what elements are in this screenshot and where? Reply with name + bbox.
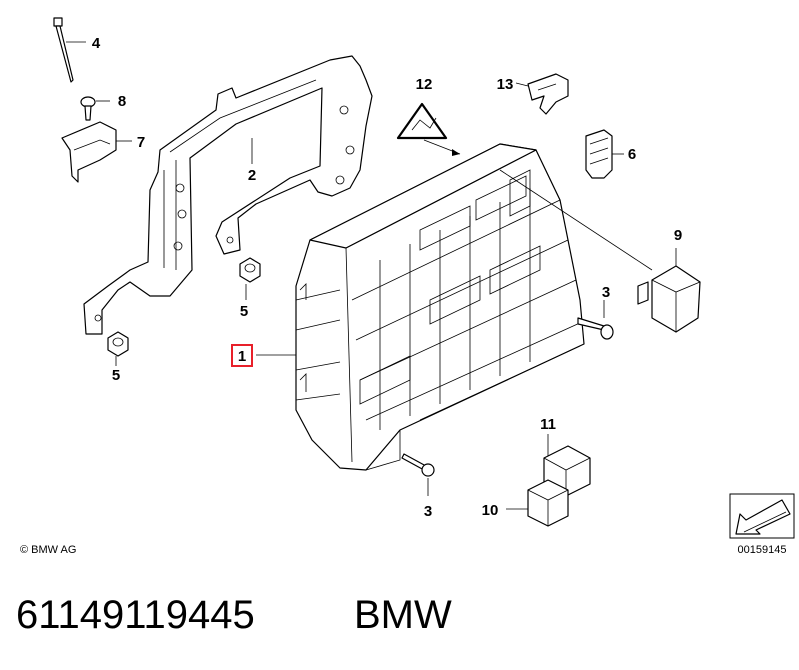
callout-12[interactable]: 12 <box>416 76 433 93</box>
part-5-nut-lower <box>107 331 129 357</box>
callout-11[interactable]: 11 <box>540 416 556 433</box>
part-13-clip <box>515 73 569 115</box>
highlight-box <box>231 344 253 367</box>
callout-1[interactable]: 1 <box>238 348 246 365</box>
direction-arrow-icon <box>729 493 795 539</box>
part-number: 61149119445 <box>16 593 255 637</box>
part-5-nut-upper <box>239 257 261 283</box>
callout-3-bottom[interactable]: 3 <box>424 503 432 520</box>
part-1-junction-box <box>295 143 585 471</box>
callout-5-lower[interactable]: 5 <box>112 367 120 384</box>
callout-3-right[interactable]: 3 <box>602 284 610 301</box>
callout-7[interactable]: 7 <box>137 134 145 151</box>
part-3-screw-right <box>577 300 614 340</box>
callout-6[interactable]: 6 <box>628 146 636 163</box>
part-6-connector <box>585 129 624 179</box>
callout-8[interactable]: 8 <box>118 93 126 110</box>
part-8-screw <box>80 96 110 121</box>
callout-4[interactable]: 4 <box>92 35 101 52</box>
callout-2[interactable]: 2 <box>248 167 256 184</box>
part-10-relay <box>506 479 569 527</box>
callout-13[interactable]: 13 <box>497 76 514 93</box>
part-7-bracket <box>61 121 132 183</box>
copyright-text: © BMW AG <box>20 544 76 556</box>
callout-10[interactable]: 10 <box>482 502 499 519</box>
part-12-warning-label <box>396 102 461 156</box>
brand-name: BMW <box>354 593 452 637</box>
part-3-screw-bottom <box>401 453 435 496</box>
callout-5-upper[interactable]: 5 <box>240 303 248 320</box>
part-2-carrier-bracket <box>83 55 373 335</box>
part-4-rivet <box>53 17 86 83</box>
callout-9[interactable]: 9 <box>674 227 682 244</box>
part-9-relay <box>499 169 701 333</box>
diagram-number: 00159145 <box>738 544 787 556</box>
